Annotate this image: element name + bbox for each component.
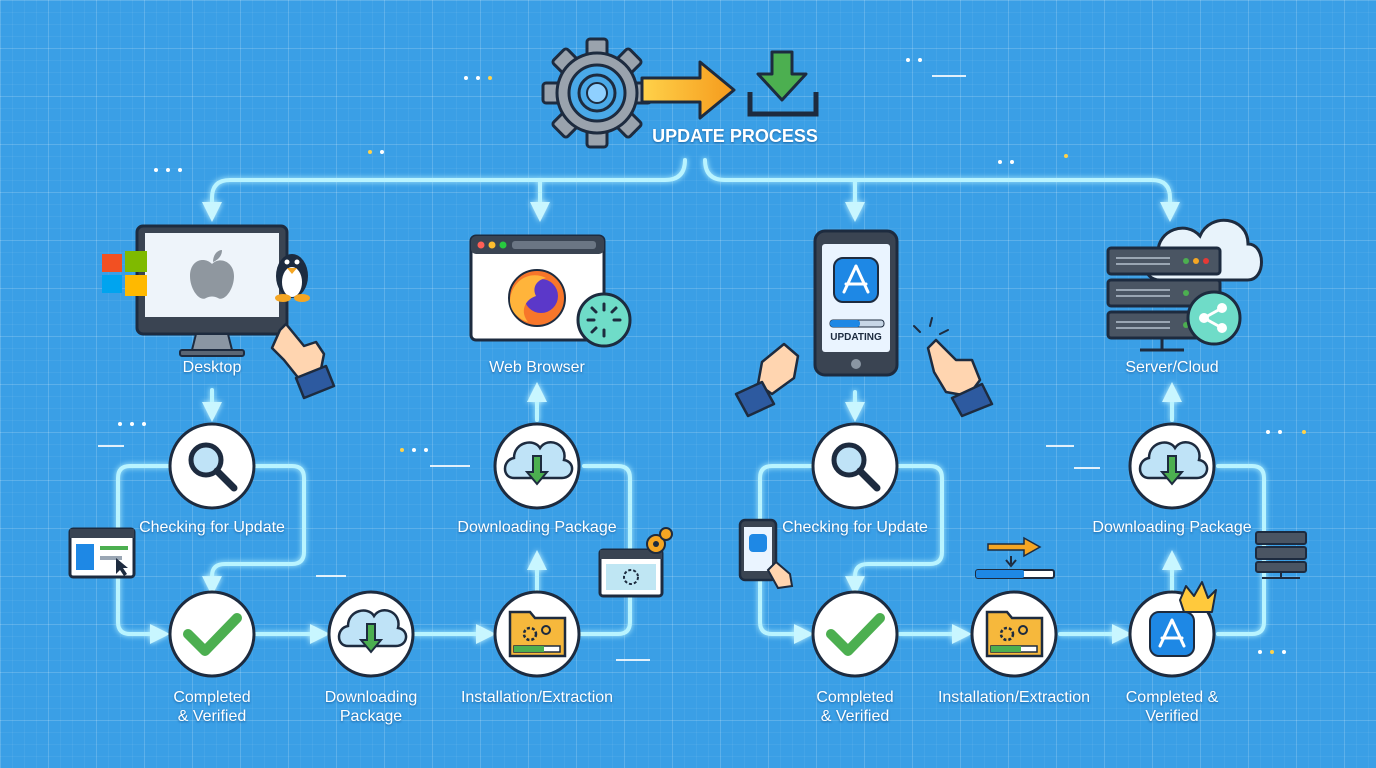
label-checking-2: Checking for Update [782,519,928,536]
server-mini-icon [1255,531,1307,579]
linux-penguin-icon [275,254,310,302]
phone-mini-icon [738,518,794,590]
label-installation-1: Installation/Extraction [460,689,614,706]
label-downloading-top-1: Downloading Package [457,519,617,536]
app-window-icon [68,527,136,579]
label-completed-1: Completed & Verified [173,689,251,725]
gear-icon [541,37,653,149]
firefox-icon [508,269,566,327]
page-title: UPDATE PROCESS [652,126,818,146]
download-tray-icon [747,50,819,117]
node-download-top-1 [493,422,581,510]
share-icon [1186,290,1242,346]
hand-right-icon [913,317,994,418]
pointing-hand-icon [270,322,336,400]
label-server-cloud: Server/Cloud [1125,359,1219,376]
hand-left-icon [734,342,800,418]
label-completed-final: Completed & Verified [1125,689,1219,725]
label-desktop: Desktop [182,359,242,376]
decorative-dashes [98,75,1100,661]
smartphone-icon [813,229,899,377]
desktop-monitor-icon [135,224,289,357]
label-installation-2: Installation/Extraction [937,689,1091,706]
node-installation-2 [970,590,1058,678]
settings-window-icon [598,527,673,598]
label-completed-2: Completed & Verified [816,689,894,725]
orange-arrow-icon [640,60,736,120]
label-downloading-top-2: Downloading Package [1092,519,1252,536]
node-installation-1 [493,590,581,678]
node-checking-1 [168,422,256,510]
node-download-top-2 [1128,422,1216,510]
node-downloading-1 [327,590,415,678]
node-checking-2 [811,422,899,510]
node-completed-final [1128,581,1217,678]
connector-lines [116,158,1266,644]
node-completed-2 [811,590,899,678]
crown-icon [1179,581,1217,613]
progress-mini-icon [975,536,1055,579]
windows-logo-icon [102,251,147,296]
decorative-dots [118,58,1306,654]
label-downloading-1: Downloading Package [324,689,418,725]
phone-updating-text: UPDATING [830,332,882,343]
loading-spinner-icon [576,292,632,348]
label-web-browser: Web Browser [489,359,585,376]
label-checking-1: Checking for Update [139,519,285,536]
node-completed-1 [168,590,256,678]
